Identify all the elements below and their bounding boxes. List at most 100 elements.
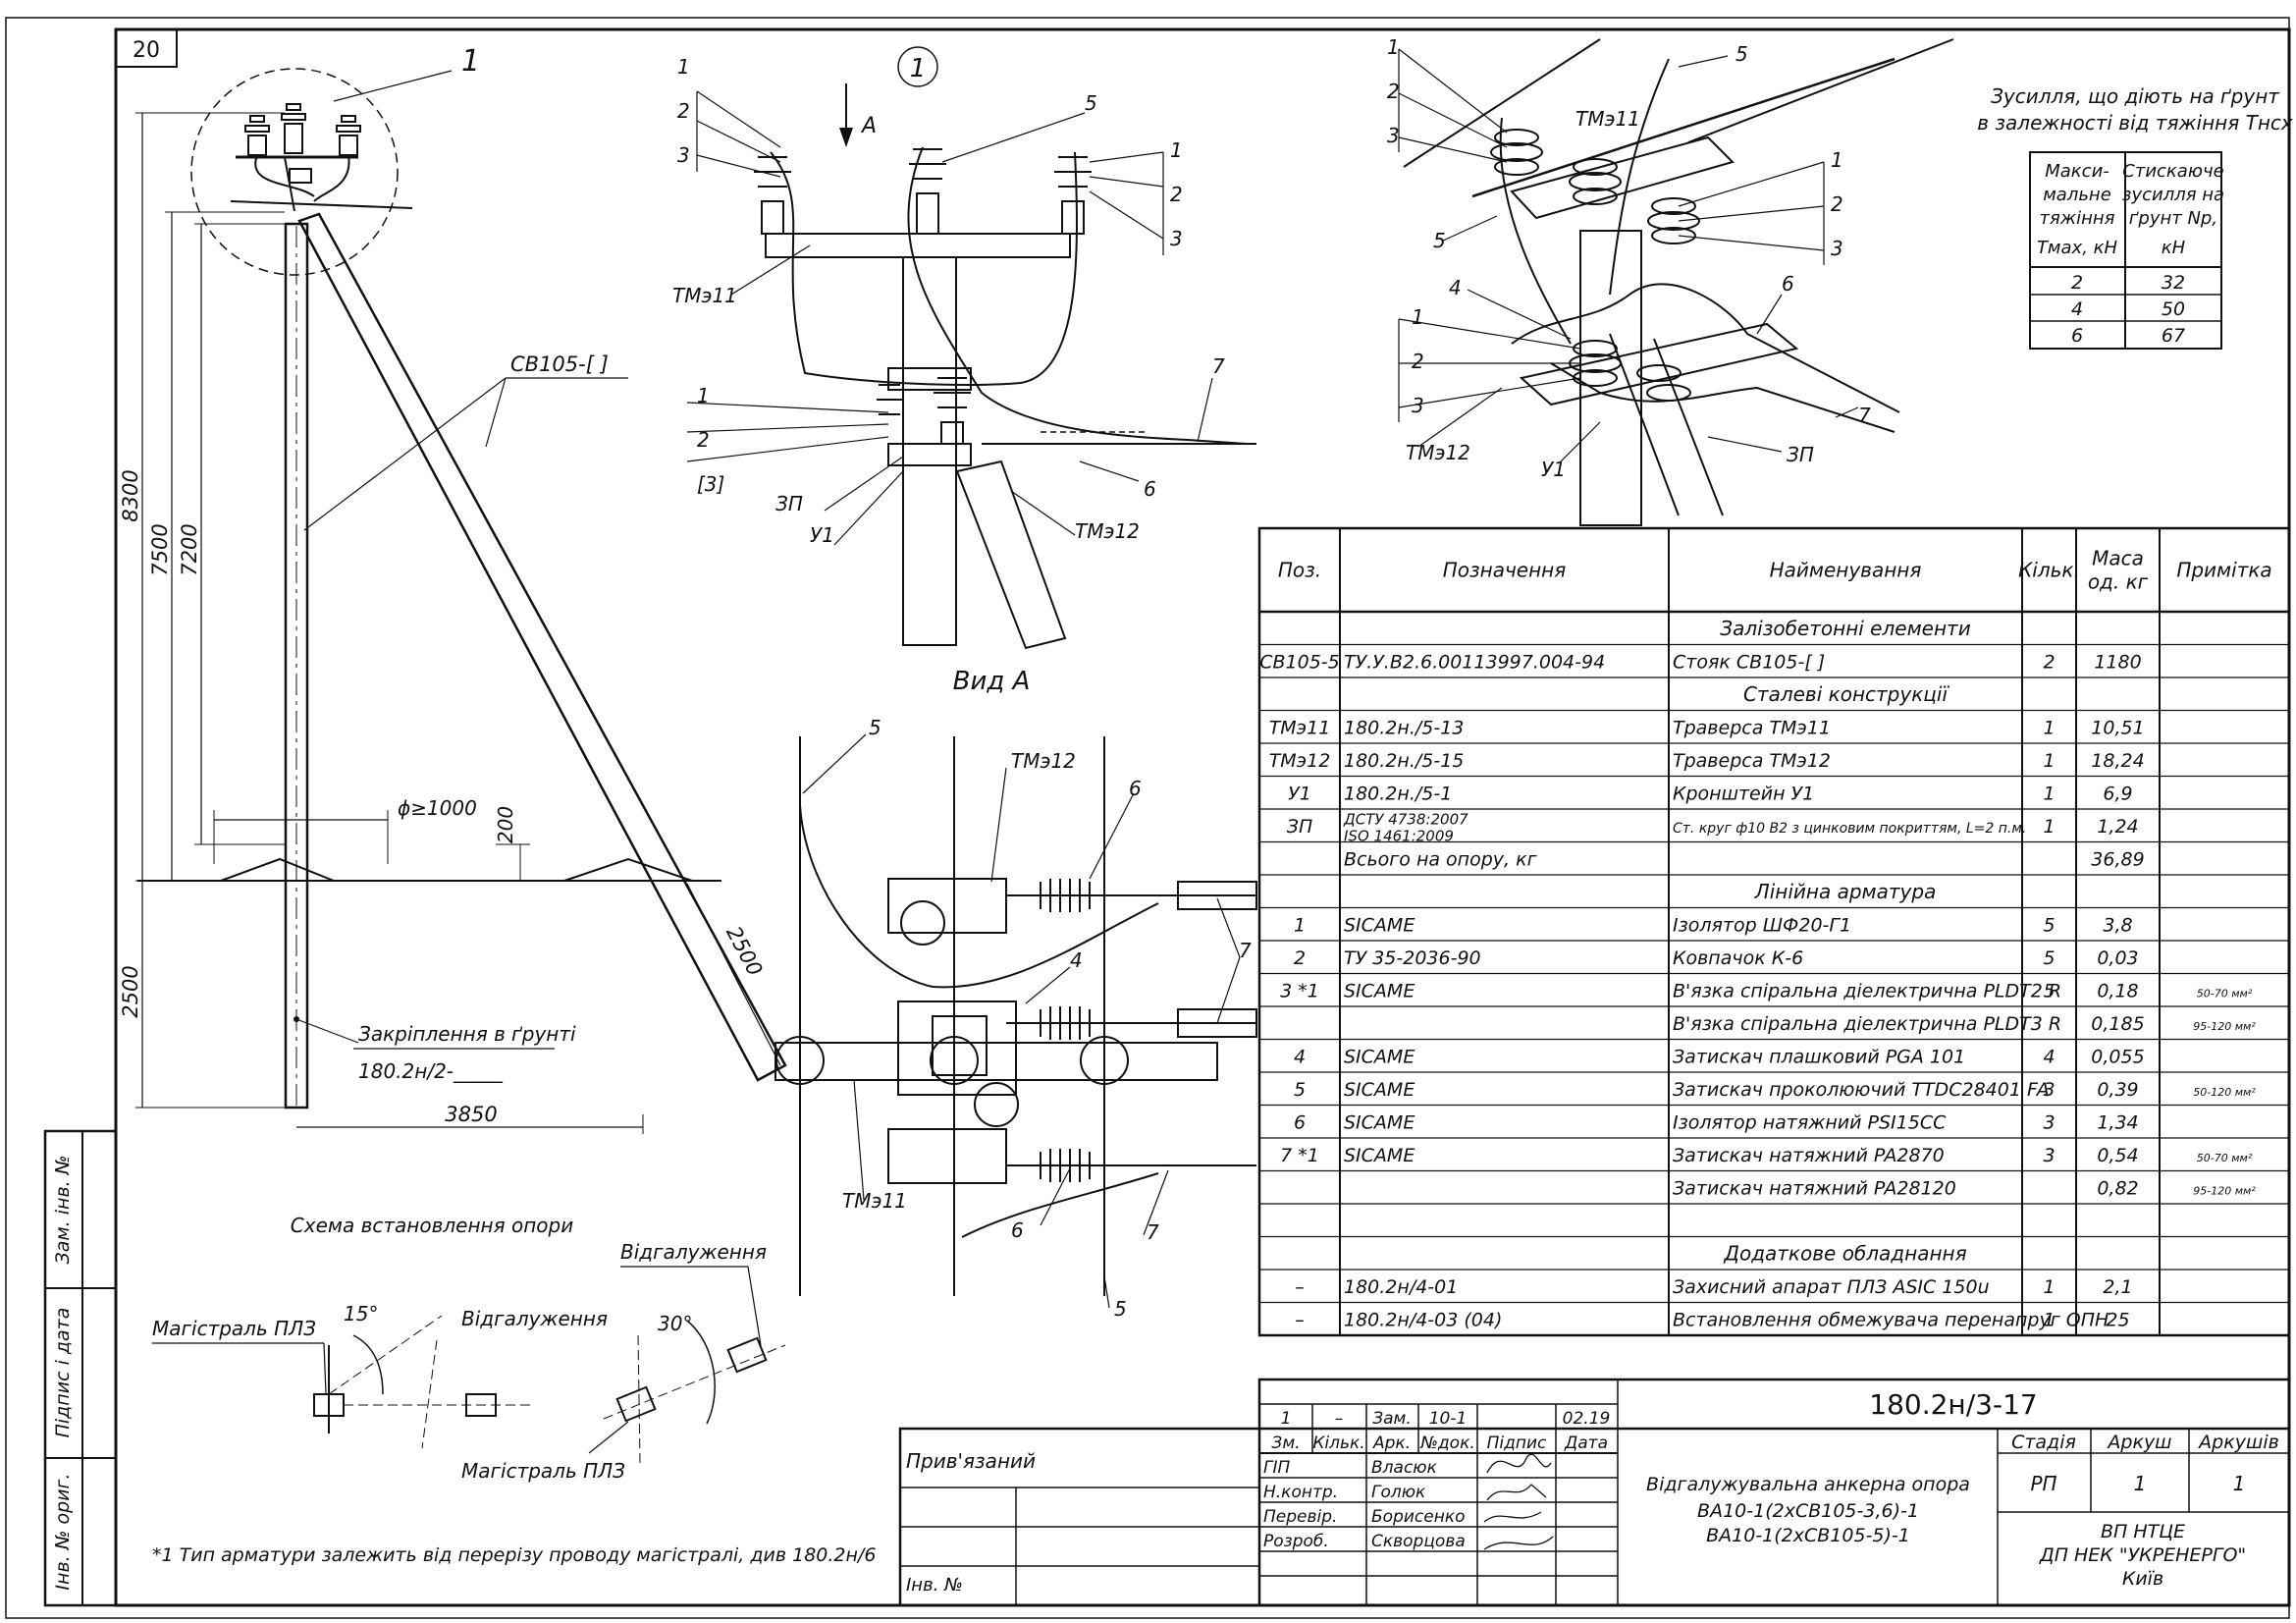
spec-name: Затискач натяжний PA28120 <box>1673 1177 1956 1199</box>
spec-mass: 3,8 <box>2103 914 2132 936</box>
spec-pos: У1 <box>1288 783 1311 804</box>
svg-text:мальне: мальне <box>2043 185 2111 205</box>
spec-code: 180.2н./5-15 <box>1344 750 1464 772</box>
name-rozrob: Скворцова <box>1371 1532 1466 1551</box>
spec-code: SICAME <box>1344 914 1415 936</box>
force-title-1: Зусилля, що діють на ґрунт <box>1991 84 2280 108</box>
spec-mass: 10,51 <box>2091 717 2144 738</box>
iso-pos-a-1: 1 <box>1387 35 1400 59</box>
spec-pos: 3 *1 <box>1280 980 1319 1001</box>
footnote: *1 Тип арматури залежить від перерізу пр… <box>152 1544 876 1566</box>
spec-name: Захисний апарат ПЛЗ ASIC 150u <box>1673 1276 1990 1298</box>
spec-section: Сталеві конструкції <box>1743 682 1949 706</box>
rev-zm: 1 <box>1281 1409 1292 1429</box>
plan-lbl-tm11: ТМэ11 <box>842 1189 907 1213</box>
spec-qty: 1 <box>2043 783 2055 804</box>
arrow-a-label: A <box>860 114 877 138</box>
spec-mass: 25 <box>2106 1309 2129 1330</box>
stamp-zam-inv: Зам. інв. № <box>52 1156 74 1265</box>
role-rozrob: Розроб. <box>1263 1532 1329 1551</box>
force-row-n: 50 <box>2162 298 2185 320</box>
rev-kilk: – <box>1335 1409 1344 1429</box>
spec-mass: 0,055 <box>2091 1046 2144 1067</box>
spec-qty: 5 <box>2043 914 2055 936</box>
dim-7500: 7500 <box>148 523 172 575</box>
spec-name: Ізолятор ШФ20-Г1 <box>1673 914 1851 936</box>
svg-text:зусилля на: зусилля на <box>2122 185 2224 205</box>
spec-qty: 3 <box>2043 1079 2055 1101</box>
spec-name: Ст. круг ф10 В2 з цинковим покриттям, L=… <box>1673 821 2026 837</box>
force-row-n: 32 <box>2162 272 2185 294</box>
va-pos-tr-3: 3 <box>1170 227 1183 250</box>
sheets-val: 1 <box>2233 1472 2246 1495</box>
view-a-callout: 1 <box>910 54 927 83</box>
doc-code: 180.2н/3-17 <box>1869 1388 2037 1421</box>
spec-name: Затискач натяжний PA2870 <box>1673 1145 1945 1166</box>
sheets-head: Аркушів <box>2197 1432 2279 1453</box>
title-line-3: ВА10-1(2хСВ105-5)-1 <box>1706 1525 1910 1546</box>
spec-mass: 18,24 <box>2091 750 2144 772</box>
va-lbl-tm12: ТМэ12 <box>1075 519 1140 543</box>
spec-name: В'язка спіральна діелектрична PLDT2 R <box>1673 980 2061 1001</box>
spec-code: 180.2н/4-03 (04) <box>1344 1309 1502 1330</box>
svg-text:Макси-: Макси- <box>2045 161 2109 182</box>
side-stamps: Зам. інв. № Підпис і дата Інв. № ориг. <box>43 1129 118 1607</box>
spec-qty: 1 <box>2043 816 2055 838</box>
spec-qty: 1 <box>2043 717 2055 738</box>
spec-qty: 4 <box>2043 1046 2055 1067</box>
org-line-3: Київ <box>2122 1568 2163 1590</box>
rev-ndok: 10-1 <box>1429 1409 1468 1429</box>
dim-8300: 8300 <box>119 469 142 521</box>
callout-1: 1 <box>461 44 480 79</box>
plan-lbl-6a: 6 <box>1129 777 1142 800</box>
sheet-val: 1 <box>2134 1472 2147 1495</box>
spec-mass: 0,54 <box>2097 1145 2138 1166</box>
spec-code: ISO 1461:2009 <box>1344 827 1454 844</box>
title-line-1: Відгалужувальна анкерна опора <box>1646 1474 1970 1495</box>
va-pos-tl-2: 2 <box>677 99 690 123</box>
spec-note: 50-70 мм² <box>2197 987 2253 1000</box>
rev-ark: Зам. <box>1372 1409 1412 1429</box>
iso-pos-b-1: 1 <box>1831 148 1843 172</box>
iso-lbl-tm12: ТМэ12 <box>1406 441 1470 464</box>
svg-text:ґрунт Nр,: ґрунт Nр, <box>2129 208 2217 229</box>
spec-note: 50-70 мм² <box>2197 1152 2253 1164</box>
isometric-view: 1 2 3 1 2 3 1 2 3 5 5 4 6 7 ТМэ11 ТМэ12 … <box>1387 35 1954 526</box>
plan-view: 5 ТМэ12 6 4 7 6 7 ТМэ11 5 <box>774 716 1257 1321</box>
spec-header: Поз. <box>1278 559 1321 582</box>
va-lbl-zp: ЗП <box>775 492 803 515</box>
va-pos-tl-1: 1 <box>677 55 690 79</box>
spec-pos: 4 <box>1294 1046 1306 1067</box>
inv-no: Інв. № <box>906 1575 963 1596</box>
va-lbl-7: 7 <box>1212 354 1225 378</box>
scheme-mag-bottom: Магістраль ПЛЗ <box>461 1459 625 1483</box>
iso-lbl-u1: У1 <box>1541 458 1566 481</box>
spec-name: Стояк СВ105-[ ] <box>1673 651 1825 673</box>
spec-code: SICAME <box>1344 1111 1415 1133</box>
name-gip: Власюк <box>1371 1458 1438 1478</box>
iso-lbl-6: 6 <box>1782 272 1794 296</box>
spec-pos: 7 *1 <box>1280 1145 1319 1166</box>
spec-header: Маса <box>2092 547 2144 570</box>
dim-3850: 3850 <box>445 1103 497 1126</box>
scheme-title: Схема встановлення опори <box>291 1214 573 1237</box>
va-pos-m-1: 1 <box>697 384 710 407</box>
vertical-pole <box>284 222 309 1109</box>
scheme-branch-right: Відгалуження <box>620 1240 767 1264</box>
force-row-tmax: 2 <box>2071 272 2083 294</box>
spec-qty: 1 <box>2043 1276 2055 1298</box>
rev-head-zm: Зм. <box>1271 1434 1300 1453</box>
outer-frame <box>5 17 2290 1619</box>
scheme-angle-30: 30° <box>658 1312 692 1335</box>
spec-section: Залізобетонні елементи <box>1720 617 1970 640</box>
view-a-title: Вид А <box>953 667 1031 696</box>
spec-name: Траверса ТМэ11 <box>1673 717 1831 738</box>
rev-data: 02.19 <box>1563 1409 1611 1429</box>
spec-note: 50-120 мм² <box>2193 1086 2256 1099</box>
va-lbl-u1: У1 <box>810 523 834 547</box>
dim-7200: 7200 <box>178 523 201 575</box>
spec-name: Встановлення обмежувача перенапруг ОПН <box>1673 1309 2109 1330</box>
iso-pos-b-3: 3 <box>1831 237 1843 260</box>
va-lbl-6: 6 <box>1144 477 1156 501</box>
